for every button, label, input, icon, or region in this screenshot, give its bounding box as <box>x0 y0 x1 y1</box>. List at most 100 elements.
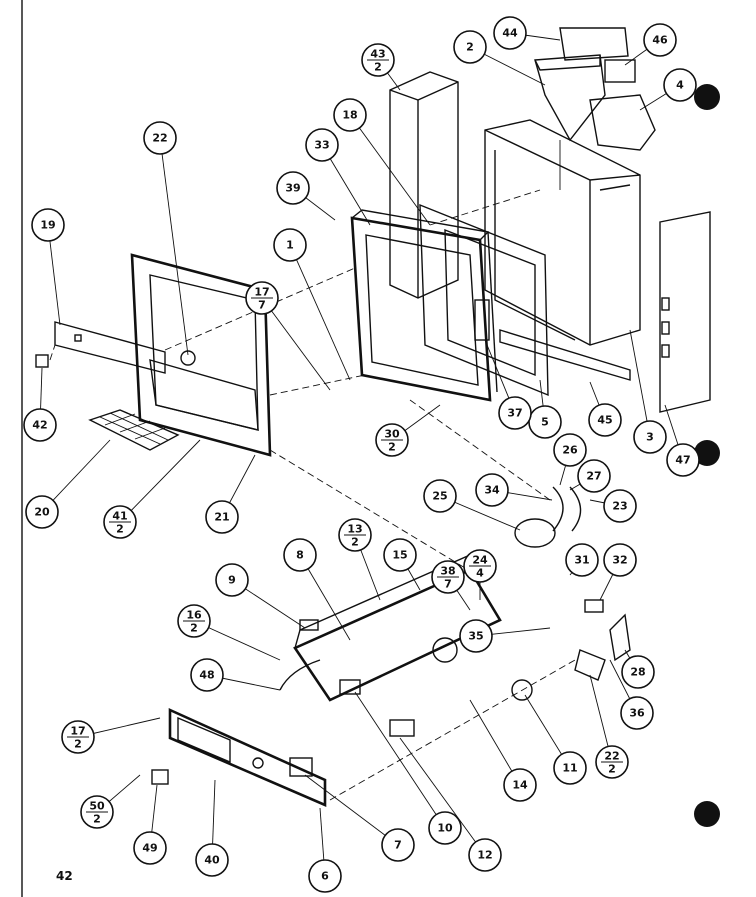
callout-circle <box>305 128 339 162</box>
callout-8: 8 <box>283 538 317 572</box>
callout-circle <box>620 696 654 730</box>
callout-circle <box>190 658 224 692</box>
callout-26: 26 <box>553 433 587 467</box>
callout-48: 48 <box>190 658 224 692</box>
callout-part-number: 25 <box>432 490 447 503</box>
callout-circle <box>503 768 537 802</box>
callout-leader <box>399 737 486 856</box>
duct <box>389 71 459 299</box>
callout-40: 40 <box>195 843 229 877</box>
callout-19: 19 <box>31 208 65 242</box>
callout-part-number: 36 <box>629 707 645 720</box>
callout-quantity: 2 <box>388 441 396 454</box>
trim-slot <box>74 334 82 342</box>
callout-part-number: 41 <box>112 510 127 523</box>
callout-part-number: 37 <box>507 407 522 420</box>
callout-39: 39 <box>276 171 310 205</box>
callout-part-number: 49 <box>142 842 157 855</box>
callout-part-number: 22 <box>604 750 619 763</box>
callout-31: 31 <box>565 543 599 577</box>
callout-circle <box>475 473 509 507</box>
callout-part-number: 47 <box>675 454 690 467</box>
callout-50: 502 <box>80 795 114 829</box>
callout-25: 25 <box>423 479 457 513</box>
callout-part-number: 38 <box>440 565 455 578</box>
callout-2: 2 <box>453 30 487 64</box>
callout-3: 3 <box>633 420 667 454</box>
page-number: 42 <box>56 869 73 883</box>
callout-quantity: 7 <box>258 299 266 312</box>
callout-part-number: 32 <box>612 554 627 567</box>
callout-circle <box>588 403 622 437</box>
callout-leaders <box>39 32 684 877</box>
callout-part-number: 34 <box>484 484 500 497</box>
callout-part-number: 3 <box>646 431 654 444</box>
callout-circle <box>308 859 342 893</box>
callout-quantity: 2 <box>74 738 82 751</box>
callout-part-number: 5 <box>541 416 549 429</box>
dispenser-door-frame <box>130 253 272 457</box>
dispenser-housing <box>484 119 641 346</box>
callout-41: 412 <box>103 505 137 539</box>
callout-leader <box>119 439 201 523</box>
callout-21: 21 <box>205 500 239 534</box>
callout-22: 222 <box>595 745 629 779</box>
callout-circle <box>603 543 637 577</box>
callout-part-number: 48 <box>199 669 214 682</box>
motor-bracket <box>552 486 582 532</box>
callout-part-number: 23 <box>612 500 627 513</box>
callout-quantity: 2 <box>351 536 359 549</box>
callout-part-number: 39 <box>285 182 300 195</box>
callout-30: 302 <box>375 423 409 457</box>
callout-18: 18 <box>333 98 367 132</box>
connector <box>151 769 169 785</box>
solenoid <box>389 719 415 737</box>
callout-part-number: 30 <box>384 428 400 441</box>
callout-12: 12 <box>468 838 502 872</box>
callout-part-number: 43 <box>370 48 385 61</box>
callout-quantity: 2 <box>608 763 616 776</box>
callout-circle <box>25 495 59 529</box>
callout-33: 33 <box>305 128 339 162</box>
motor-gear <box>514 518 556 548</box>
callout-part-number: 15 <box>392 549 407 562</box>
callout-circle <box>493 16 527 50</box>
callout-circle <box>383 538 417 572</box>
callout-32: 32 <box>603 543 637 577</box>
callout-circle <box>565 543 599 577</box>
callout-circle <box>283 538 317 572</box>
callout-circle <box>498 396 532 430</box>
callout-part-number: 35 <box>468 630 483 643</box>
callout-part-number: 16 <box>186 609 202 622</box>
callout-leader <box>304 774 399 846</box>
callout-part-number: 19 <box>40 219 55 232</box>
callout-circle <box>276 171 310 205</box>
callout-22: 22 <box>143 121 177 155</box>
callout-circle <box>215 563 249 597</box>
callout-part-number: 10 <box>437 822 453 835</box>
lever-arm <box>574 649 606 681</box>
side-panel <box>659 211 711 413</box>
callout-circle <box>577 459 611 493</box>
callout-44: 44 <box>493 16 527 50</box>
callout-circle <box>195 843 229 877</box>
callout-49: 49 <box>133 831 167 865</box>
callout-circle <box>643 23 677 57</box>
callout-circle <box>428 811 462 845</box>
callout-part-number: 13 <box>347 523 362 536</box>
callout-part-number: 27 <box>586 470 601 483</box>
callout-part-number: 26 <box>562 444 578 457</box>
callout-circle <box>205 500 239 534</box>
callout-1: 1 <box>273 228 307 262</box>
callout-part-number: 21 <box>214 511 229 524</box>
callout-46: 46 <box>643 23 677 57</box>
assembly-line <box>429 189 541 226</box>
callout-47: 47 <box>666 443 700 477</box>
callout-part-number: 46 <box>652 34 668 47</box>
callout-part-number: 42 <box>32 419 47 432</box>
binding-hole <box>694 84 720 110</box>
callout-circle <box>143 121 177 155</box>
callout-part-number: 33 <box>314 139 329 152</box>
callout-quantity: 4 <box>476 567 484 580</box>
